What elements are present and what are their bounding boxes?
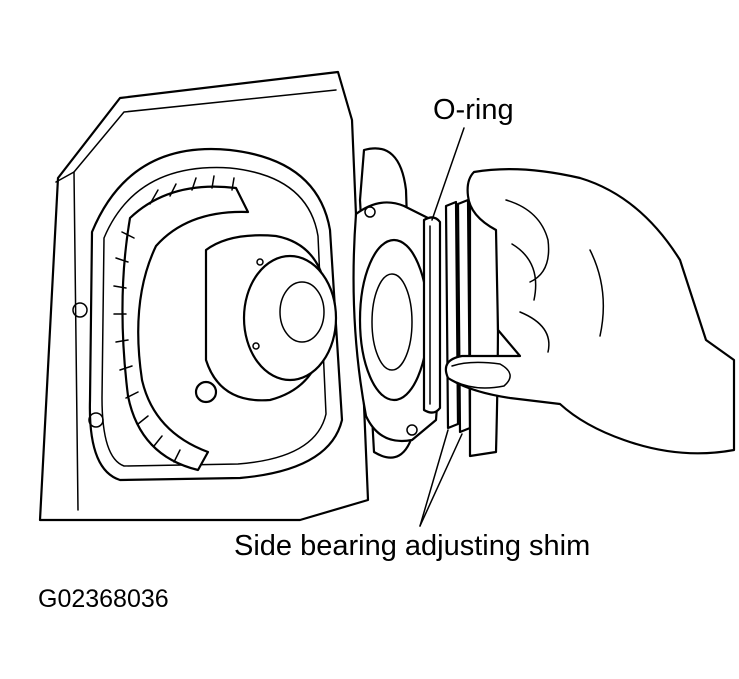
- side-bearing-adjusting-shims: [444, 192, 500, 458]
- o-ring: [422, 216, 442, 414]
- shim-label: Side bearing adjusting shim: [234, 530, 591, 562]
- differential-case: [194, 234, 338, 404]
- oring-leader-line: [431, 127, 465, 221]
- shim-leader-line-2: [419, 433, 463, 527]
- shim-leader-line-1: [419, 429, 449, 527]
- oring-label: O-ring: [433, 94, 514, 126]
- hand: [444, 167, 736, 455]
- leader-lines: [419, 127, 465, 527]
- figure-id-label: G02368036: [38, 585, 169, 613]
- side-bearing-retainer: [352, 147, 441, 459]
- ring-gear: [113, 175, 250, 472]
